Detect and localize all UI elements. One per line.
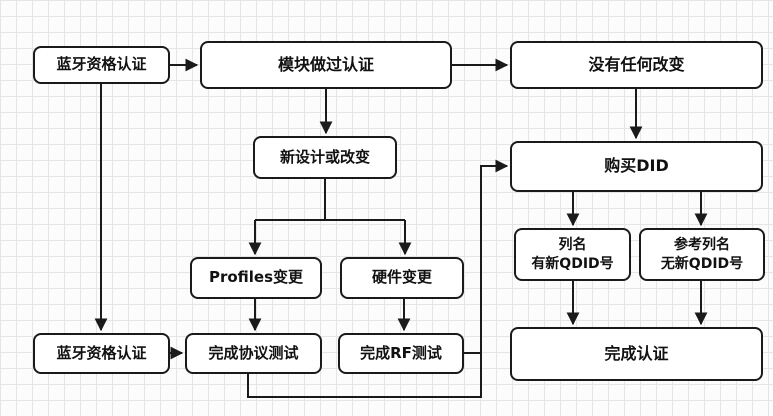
node-label: 没有任何改变 <box>588 54 685 74</box>
node-label: 蓝牙资格认证 <box>56 343 147 362</box>
node-label: 模块做过认证 <box>277 54 374 74</box>
node-label: Profiles变更 <box>208 268 304 287</box>
node-label-line2: 无新QDID号 <box>660 255 744 272</box>
node-reference-listed-no-qdid: 参考列名 无新QDID号 <box>639 228 765 281</box>
node-complete-protocol-test: 完成协议测试 <box>185 333 322 374</box>
node-label-line1: 参考列名 <box>674 236 730 253</box>
node-label: 完成RF测试 <box>360 343 442 362</box>
node-label: 蓝牙资格认证 <box>56 55 147 74</box>
node-label: 新设计或改变 <box>279 147 370 166</box>
node-bluetooth-qualification-top: 蓝牙资格认证 <box>33 46 170 84</box>
node-complete-rf-test: 完成RF测试 <box>338 333 464 374</box>
node-label: 完成协议测试 <box>208 343 299 362</box>
node-bluetooth-qualification-bottom: 蓝牙资格认证 <box>33 333 170 374</box>
node-module-certified: 模块做过认证 <box>200 41 452 89</box>
node-label-line1: 列名 <box>558 236 587 253</box>
node-new-design-or-change: 新设计或改变 <box>253 136 397 179</box>
node-label: 完成认证 <box>604 343 669 363</box>
node-label: 硬件变更 <box>371 268 432 287</box>
edge-new-design-split <box>255 179 405 221</box>
node-no-change: 没有任何改变 <box>510 41 763 89</box>
node-buy-did: 购买DID <box>510 141 763 192</box>
node-label-line2: 有新QDID号 <box>531 255 614 272</box>
node-listed-new-qdid: 列名 有新QDID号 <box>514 228 631 281</box>
node-profiles-change: Profiles变更 <box>190 257 322 299</box>
node-complete-certification: 完成认证 <box>510 327 763 381</box>
node-hardware-change: 硬件变更 <box>340 257 464 299</box>
node-label: 购买DID <box>604 156 669 176</box>
